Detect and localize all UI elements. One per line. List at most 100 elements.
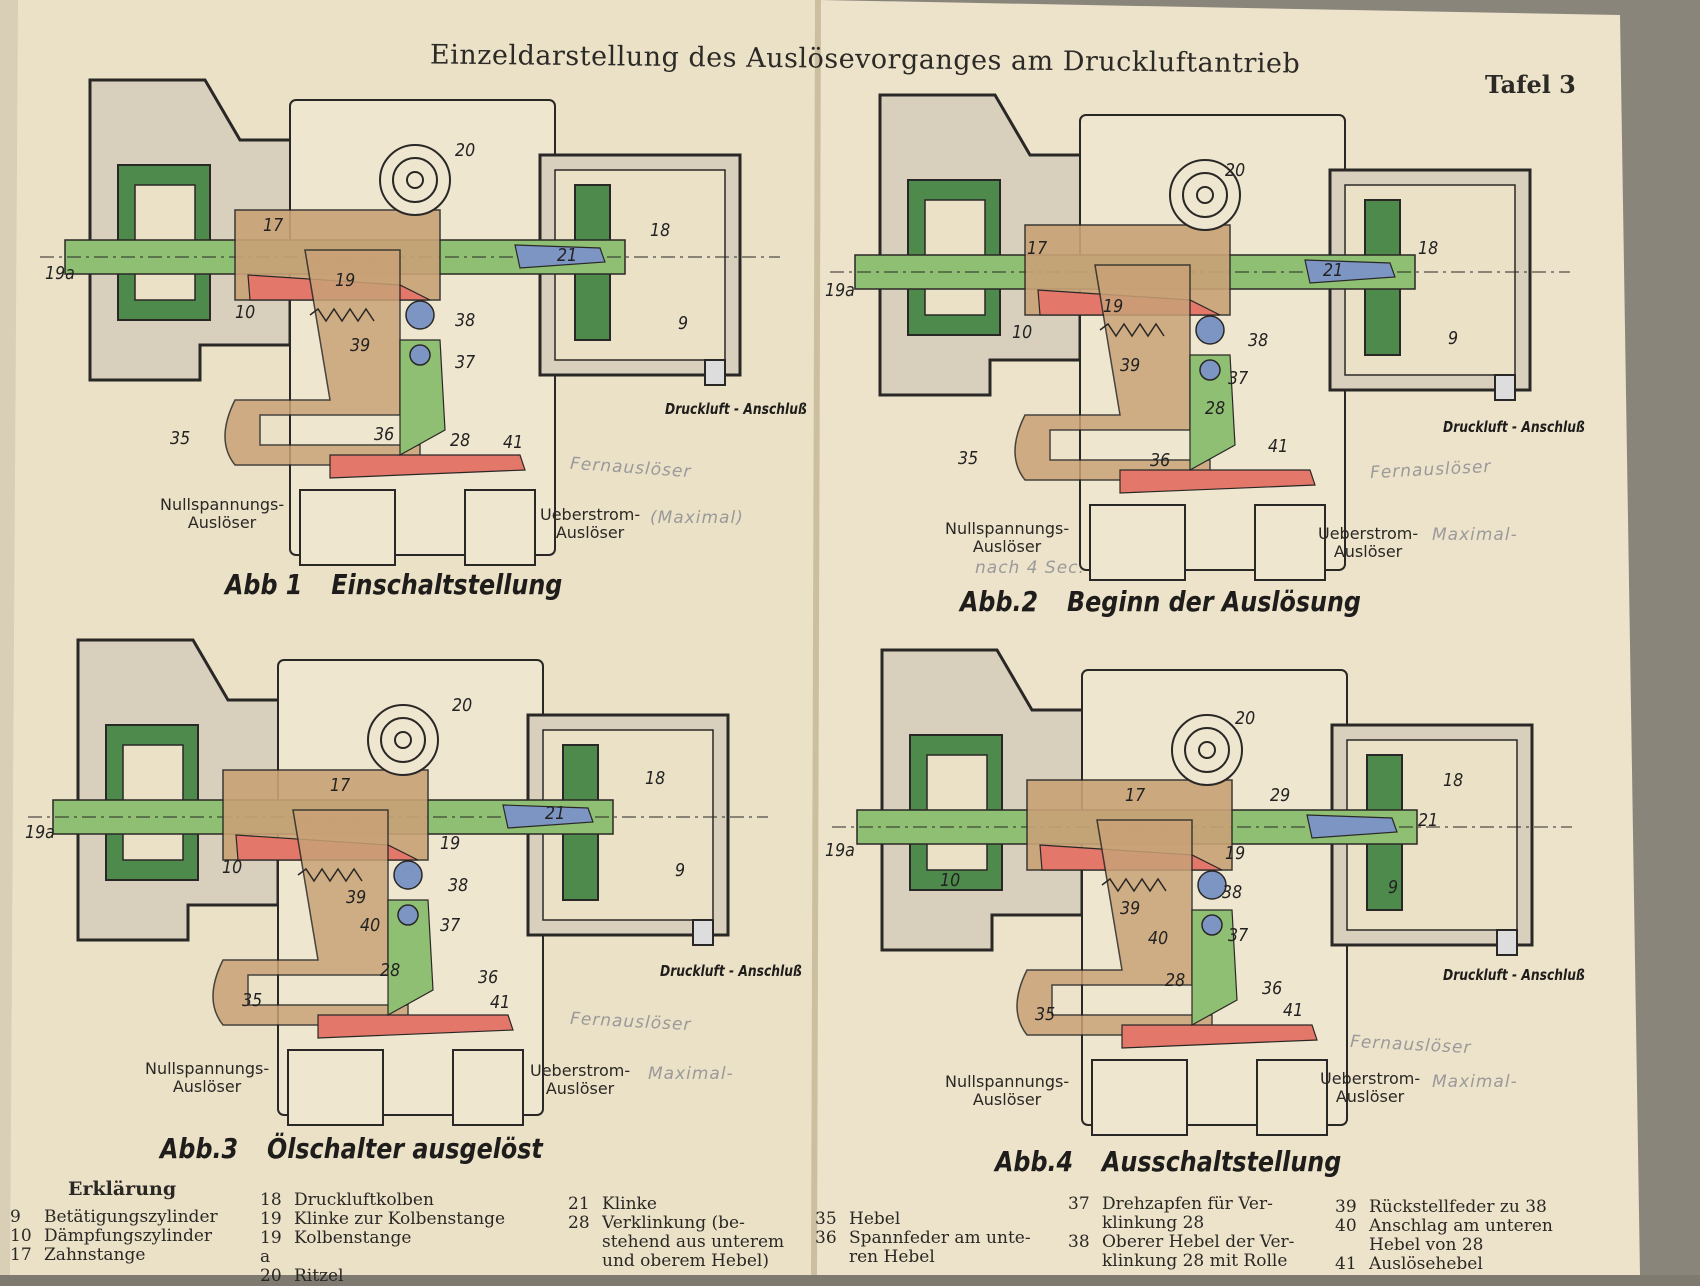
part-17-f4: 17 xyxy=(1125,785,1146,806)
air-connector xyxy=(1494,374,1516,401)
air-connector xyxy=(704,359,726,386)
part-28-f3: 28 xyxy=(380,960,401,981)
part-10-f2: 10 xyxy=(1012,322,1033,343)
pinion-hub xyxy=(394,731,412,749)
legend-text: Auslösehebel xyxy=(1369,1254,1483,1274)
pencil-note-4b: Maximal- xyxy=(1432,1072,1518,1092)
label-druckluft-2: Druckluft - Anschluß xyxy=(1443,418,1585,436)
legend-number: 36 xyxy=(815,1228,837,1248)
legend-number: 18 xyxy=(260,1190,282,1210)
part-41-f1: 41 xyxy=(503,432,524,453)
legend-entry: 41 Auslösehebel xyxy=(1335,1255,1585,1274)
roller xyxy=(1197,870,1227,900)
legend-text: Klinke xyxy=(602,1194,657,1214)
trip-lever xyxy=(1121,1024,1318,1049)
figure-number: Abb.2 xyxy=(960,585,1039,618)
part-39-f3: 39 xyxy=(346,887,367,908)
part-41-f4: 41 xyxy=(1283,1000,1304,1021)
legend-number: 41 xyxy=(1335,1254,1357,1274)
legend-text: Rückstellfeder zu 38 xyxy=(1369,1197,1547,1217)
pivot xyxy=(1199,359,1221,381)
pinion-inner xyxy=(1184,727,1230,773)
figure-title: Einschaltstellung xyxy=(331,568,563,601)
legend-text: stehend aus unterem xyxy=(602,1232,785,1252)
legend-text: Druckluftkolben xyxy=(294,1190,434,1210)
undervoltage-release xyxy=(1091,1059,1188,1136)
return-spring xyxy=(1099,322,1165,338)
legend-text: Verklinkung (be- xyxy=(602,1213,745,1233)
legend-entry: und oberem Hebel) xyxy=(568,1252,788,1271)
pinion xyxy=(1171,714,1243,786)
linkage xyxy=(399,339,446,457)
pivot xyxy=(397,904,419,926)
legend-number: 20 xyxy=(260,1266,282,1286)
part-39-f4: 39 xyxy=(1120,898,1141,919)
legend-text: Betätigungszylinder xyxy=(44,1207,218,1227)
part-9-f3: 9 xyxy=(675,860,686,881)
legend-number: 10 xyxy=(10,1226,32,1246)
part-10-f1: 10 xyxy=(235,302,256,323)
pinion-hub xyxy=(1198,741,1216,759)
part-17-f1: 17 xyxy=(263,215,284,236)
label-ueberstrom-3: Ueberstrom- Auslöser xyxy=(530,1061,631,1098)
legend-number: 9 xyxy=(10,1207,21,1227)
label-nullspannung-1: Nullspannungs- Auslöser xyxy=(160,495,285,532)
legend-text: Dämpfungszylinder xyxy=(44,1226,213,1246)
legend-entry: ren Hebel xyxy=(815,1248,1055,1267)
undervoltage-release xyxy=(299,489,396,566)
pinion-inner xyxy=(392,157,438,203)
part-19a-f4: 19a xyxy=(825,840,855,861)
legend-number: 38 xyxy=(1068,1232,1090,1252)
legend-number xyxy=(1335,1236,1369,1255)
part-9-f1: 9 xyxy=(678,313,689,334)
pivot xyxy=(409,344,431,366)
figure-title: Beginn der Auslösung xyxy=(1066,585,1361,618)
legend-text: klinkung 28 xyxy=(1102,1213,1205,1233)
part-36-f4: 36 xyxy=(1262,978,1283,999)
overcurrent-release xyxy=(464,489,536,566)
part-29-f4: 29 xyxy=(1270,785,1291,806)
part-40-f4: 40 xyxy=(1148,928,1169,949)
part-21-f1: 21 xyxy=(557,245,578,266)
part-10-f4: 10 xyxy=(940,870,961,891)
latch xyxy=(514,244,606,269)
part-41-f3: 41 xyxy=(490,992,511,1013)
part-19-f1: 19 xyxy=(335,270,356,291)
figure-number: Abb 1 xyxy=(225,568,303,601)
legend-number: 40 xyxy=(1335,1216,1357,1236)
part-38-f4: 38 xyxy=(1222,882,1243,903)
figure-caption-2: Abb.2 Beginn der Auslösung xyxy=(960,585,1361,618)
figure-drawing-4 xyxy=(832,648,1572,1136)
pencil-note-2b: Maximal- xyxy=(1432,525,1518,545)
lever xyxy=(1016,819,1213,1036)
legend-number xyxy=(1068,1214,1102,1233)
part-18-f3: 18 xyxy=(645,768,666,789)
part-19-f3: 19 xyxy=(440,833,461,854)
part-37-f2: 37 xyxy=(1228,368,1249,389)
legend-number: 19 xyxy=(260,1209,282,1229)
part-17-f3: 17 xyxy=(330,775,351,796)
part-36-f3: 36 xyxy=(478,967,499,988)
figure-drawing-2 xyxy=(830,93,1570,581)
label-druckluft-1: Druckluft - Anschluß xyxy=(665,400,807,418)
legend-entry: klinkung 28 xyxy=(1068,1214,1318,1233)
air-connector xyxy=(1496,929,1518,956)
part-9-f2: 9 xyxy=(1448,328,1459,349)
roller xyxy=(393,860,423,890)
part-20-f2: 20 xyxy=(1225,160,1246,181)
part-18-f4: 18 xyxy=(1443,770,1464,791)
label-ueberstrom-1: Ueberstrom- Auslöser xyxy=(540,505,641,542)
part-37-f4: 37 xyxy=(1228,925,1249,946)
part-21-f4: 21 xyxy=(1418,810,1439,831)
